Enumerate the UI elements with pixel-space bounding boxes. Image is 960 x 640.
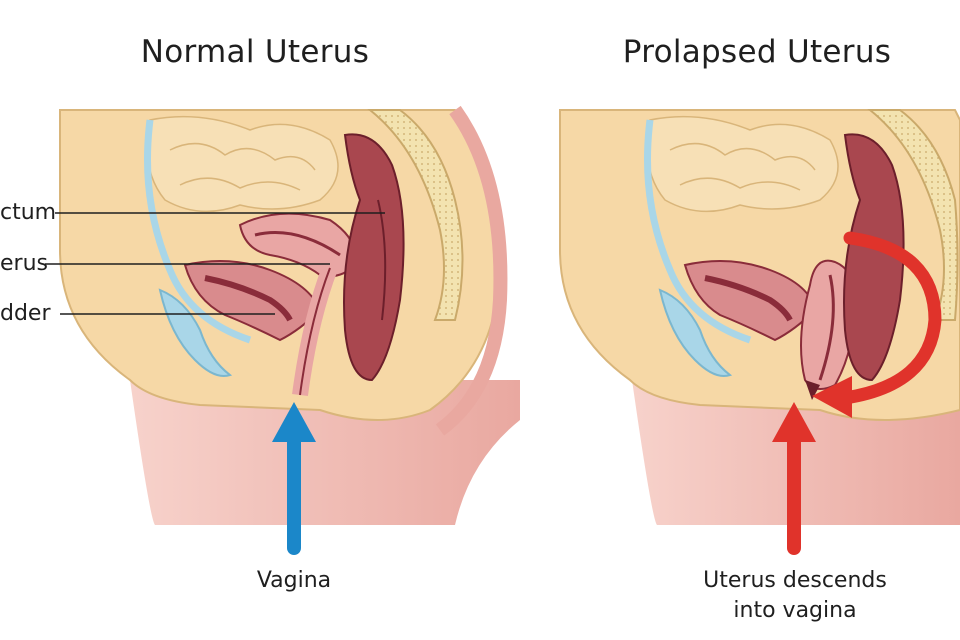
peritoneum-right xyxy=(644,119,752,344)
panel-right-illustration xyxy=(559,109,960,555)
prolapse-caption-line2: into vagina xyxy=(733,598,857,623)
peritoneum xyxy=(144,119,252,344)
prolapsed-uterus-title: Prolapsed Uterus xyxy=(622,34,892,70)
pubic-bone-right xyxy=(658,288,733,377)
intestines xyxy=(146,115,339,213)
rectum-right xyxy=(843,133,905,382)
uterus-label: erus xyxy=(0,251,48,276)
normal-uterus-title: Normal Uterus xyxy=(140,34,370,70)
vagina-arrow-head xyxy=(272,402,316,442)
spine-right xyxy=(867,109,959,321)
panel-left-illustration xyxy=(45,105,520,555)
uterus xyxy=(238,212,357,278)
descent-curved-arrow-head xyxy=(812,376,852,418)
descent-curved-arrow xyxy=(838,231,942,405)
back-skin xyxy=(435,105,508,436)
bladder-label: dder xyxy=(0,301,51,326)
vagina-caption: Vagina xyxy=(256,568,332,593)
descends-arrow-head xyxy=(772,402,816,442)
prolapsed-uterus xyxy=(800,259,857,390)
rectum-label: ctum xyxy=(0,200,57,225)
intestines-right xyxy=(646,115,839,213)
rectum xyxy=(343,133,405,382)
prolapse-caption: Uterus descends into vagina xyxy=(680,566,910,626)
spine xyxy=(367,109,464,321)
descends-arrow-shaft xyxy=(787,435,801,555)
prolapse-caption-line1: Uterus descends xyxy=(703,568,887,593)
lower-body xyxy=(130,380,520,525)
vagina-arrow-shaft xyxy=(287,435,301,555)
pubic-bone xyxy=(158,288,233,377)
